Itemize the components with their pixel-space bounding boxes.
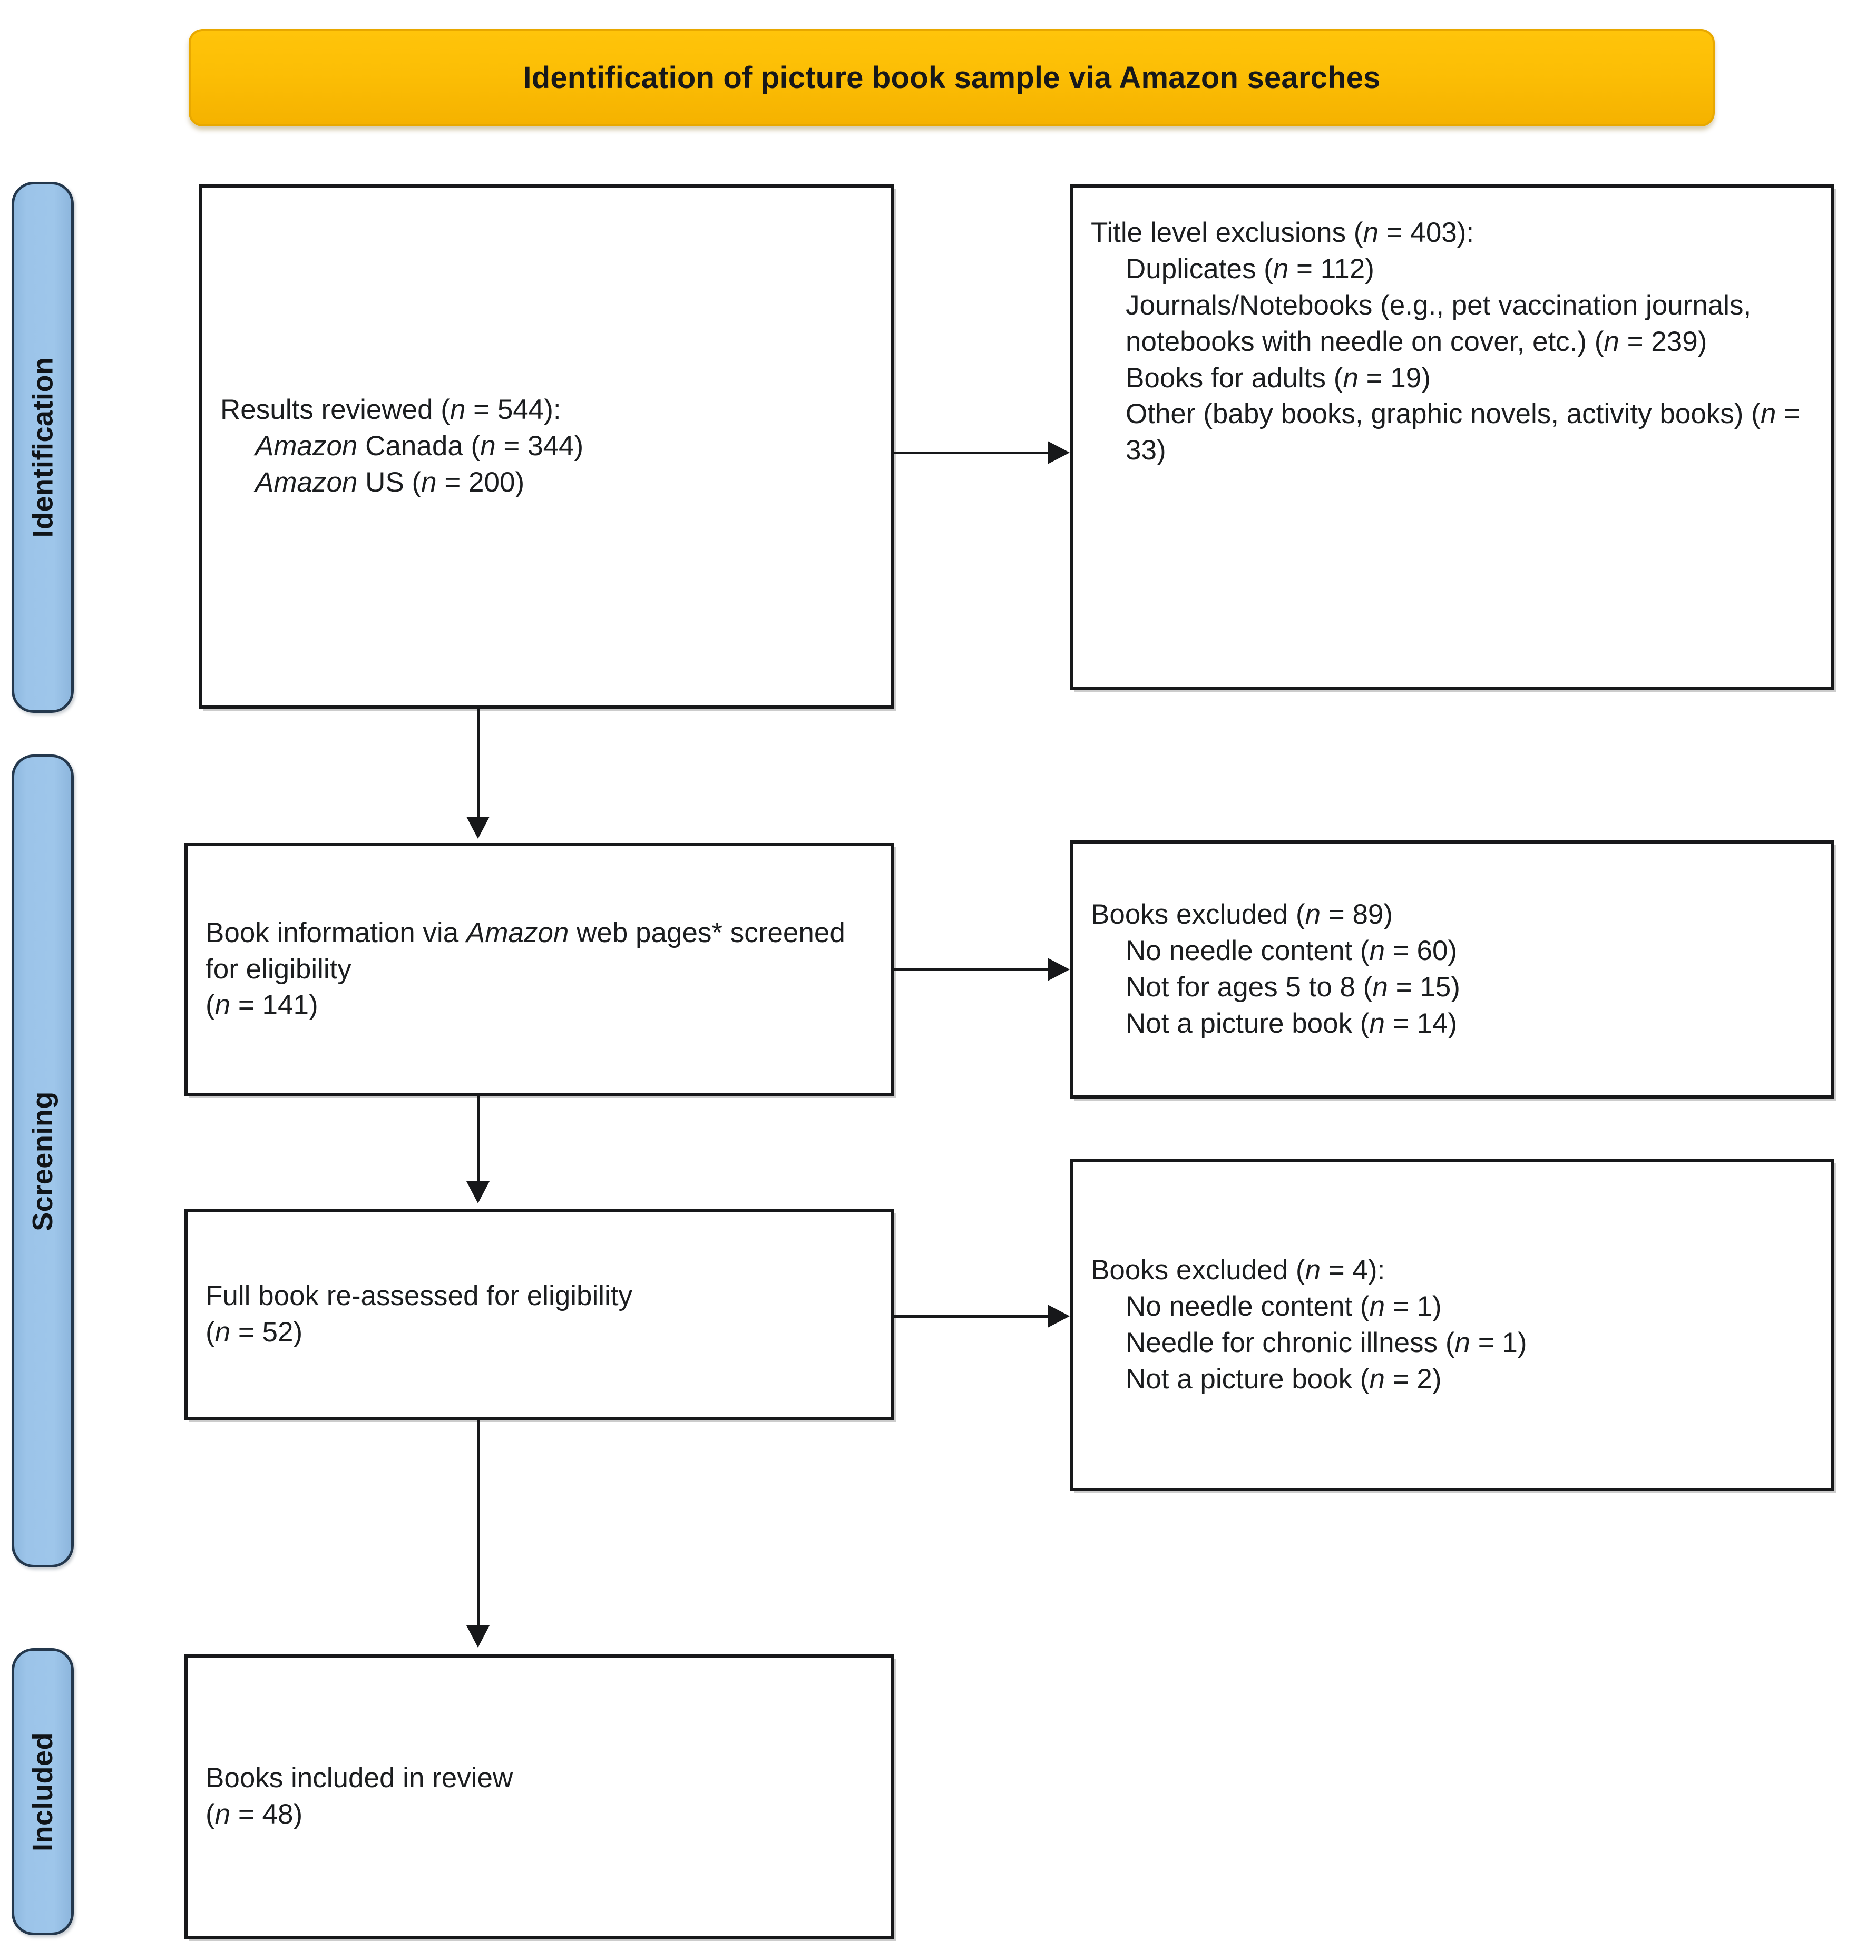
stage-bar-included: Included: [12, 1648, 74, 1935]
full-book-line-2: (n = 52): [206, 1317, 303, 1348]
title-exclusions-line-5: Other (baby books, graphic novels, activ…: [1126, 398, 1800, 466]
box-books-included-text: Books included in review (n = 48): [188, 1760, 891, 1833]
excluded-89-line-3: Not for ages 5 to 8 (n = 15): [1126, 972, 1460, 1003]
excluded-4-line-1: Books excluded (n = 4):: [1091, 1255, 1385, 1286]
title-exclusions-line-3: Journals/Notebooks (e.g., pet vaccinatio…: [1126, 289, 1752, 357]
excluded-4-line-2: No needle content (n = 1): [1126, 1291, 1442, 1322]
results-reviewed-line-3: Amazon US (n = 200): [255, 466, 525, 498]
arrowhead-results-to-book-info: [466, 817, 490, 839]
box-books-excluded-4-text: Books excluded (n = 4): No needle conten…: [1073, 1252, 1831, 1398]
box-results-reviewed-text: Results reviewed (n = 544): Amazon Canad…: [202, 392, 891, 501]
box-title-level-exclusions: Title level exclusions (n = 403): Duplic…: [1070, 184, 1834, 690]
stage-label-included: Included: [27, 1732, 59, 1851]
arrowhead-full-book-to-books-included: [466, 1625, 490, 1648]
connector-full-book-to-excluded-4: [894, 1315, 1048, 1318]
box-title-level-exclusions-text: Title level exclusions (n = 403): Duplic…: [1073, 215, 1831, 469]
diagram-header-banner: Identification of picture book sample vi…: [189, 29, 1715, 126]
arrowhead-book-info-to-full-book: [466, 1181, 490, 1203]
full-book-line-1: Full book re-assessed for eligibility: [206, 1280, 633, 1312]
stage-bar-identification: Identification: [12, 182, 74, 713]
excluded-89-line-2: No needle content (n = 60): [1126, 935, 1458, 967]
results-reviewed-line-2: Amazon Canada (n = 344): [255, 430, 584, 462]
box-book-info-screened: Book information via Amazon web pages* s…: [184, 843, 894, 1096]
connector-book-info-to-full-book: [477, 1096, 480, 1181]
title-exclusions-line-2: Duplicates (n = 112): [1126, 253, 1374, 285]
connector-results-to-title-exclusions: [894, 452, 1048, 454]
book-info-line-1: Book information via Amazon web pages* s…: [206, 917, 845, 985]
title-exclusions-line-1: Title level exclusions (n = 403):: [1091, 217, 1474, 248]
stage-bar-screening: Screening: [12, 754, 74, 1567]
books-included-line-1: Books included in review: [206, 1762, 513, 1794]
box-books-excluded-89: Books excluded (n = 89) No needle conten…: [1070, 840, 1834, 1099]
box-full-book-reassessed: Full book re-assessed for eligibility (n…: [184, 1209, 894, 1420]
connector-full-book-to-books-included: [477, 1420, 480, 1625]
stage-label-screening: Screening: [27, 1091, 58, 1231]
box-full-book-reassessed-text: Full book re-assessed for eligibility (n…: [188, 1278, 891, 1351]
excluded-4-line-4: Not a picture book (n = 2): [1126, 1363, 1442, 1395]
connector-book-info-to-excluded-89: [894, 968, 1048, 971]
page-title: Identification of picture book sample vi…: [523, 61, 1381, 95]
arrowhead-results-to-title-exclusions: [1048, 441, 1070, 464]
box-book-info-screened-text: Book information via Amazon web pages* s…: [188, 915, 891, 1024]
books-included-line-2: (n = 48): [206, 1799, 303, 1830]
stage-label-identification: Identification: [27, 357, 58, 538]
box-books-excluded-4: Books excluded (n = 4): No needle conten…: [1070, 1159, 1834, 1491]
connector-results-to-book-info: [477, 709, 480, 817]
arrowhead-book-info-to-excluded-89: [1048, 958, 1070, 981]
box-results-reviewed: Results reviewed (n = 544): Amazon Canad…: [199, 184, 894, 709]
excluded-89-line-4: Not a picture book (n = 14): [1126, 1007, 1458, 1039]
results-reviewed-line-1: Results reviewed (n = 544):: [220, 394, 561, 426]
box-books-excluded-89-text: Books excluded (n = 89) No needle conten…: [1073, 897, 1831, 1042]
excluded-89-line-1: Books excluded (n = 89): [1091, 899, 1393, 930]
arrowhead-full-book-to-excluded-4: [1048, 1305, 1070, 1328]
title-exclusions-line-4: Books for adults (n = 19): [1126, 362, 1431, 394]
book-info-line-2: (n = 141): [206, 989, 318, 1021]
excluded-4-line-3: Needle for chronic illness (n = 1): [1126, 1327, 1527, 1358]
box-books-included: Books included in review (n = 48): [184, 1654, 894, 1939]
